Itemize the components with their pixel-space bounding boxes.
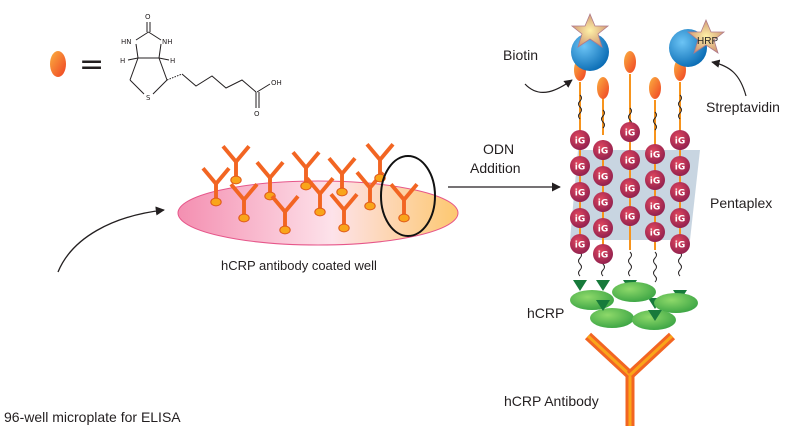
biotin-callout-arrow — [524, 79, 573, 93]
ig-label: iG — [575, 189, 585, 199]
ig-label: iG — [675, 163, 685, 173]
hrp-label: HRP — [697, 36, 718, 47]
ig-label: iG — [675, 215, 685, 225]
ig-sphere — [570, 182, 590, 202]
ig-label: iG — [598, 251, 608, 261]
ig-sphere — [620, 150, 640, 170]
ig-label: iG — [650, 151, 660, 161]
ig-label: iG — [598, 225, 608, 235]
atom-h-right: H — [170, 57, 175, 65]
atom-s: S — [146, 94, 151, 102]
ig-label: iG — [675, 241, 685, 251]
ig-sphere — [670, 234, 690, 254]
hrp-star-left-icon — [570, 12, 610, 48]
ig-sphere — [620, 206, 640, 226]
biotin-tag-icon — [624, 51, 636, 73]
atom-hn: HN — [121, 38, 132, 46]
green-arrowheads-front — [596, 300, 662, 321]
ig-label: iG — [575, 215, 585, 225]
ig-label: iG — [675, 189, 685, 199]
ig-label: iG — [625, 157, 635, 167]
hcrp-label: hCRP — [527, 305, 564, 321]
microplate-arrow — [57, 206, 165, 273]
biotin-legend: = O HN NH H H — [50, 13, 282, 118]
ig-label: iG — [650, 177, 660, 187]
ig-label: iG — [625, 185, 635, 195]
ig-sphere — [670, 182, 690, 202]
ig-sphere — [593, 218, 613, 238]
ig-sphere — [670, 156, 690, 176]
ig-sphere — [645, 170, 665, 190]
ig-sphere — [670, 208, 690, 228]
hcrp-protein — [570, 282, 698, 330]
ig-label: iG — [598, 147, 608, 157]
ig-sphere — [570, 156, 590, 176]
ig-sphere — [570, 208, 590, 228]
ig-sphere — [593, 166, 613, 186]
ig-tetrads: iG iG iG iG iG iG iG iG iG iG iG iG iG iG iG iG iG iG iG iG… — [570, 122, 690, 264]
ig-sphere — [593, 192, 613, 212]
ig-label: iG — [650, 203, 660, 213]
equals-sign: = — [79, 47, 104, 82]
ig-sphere — [645, 222, 665, 242]
pentaplex-label: Pentaplex — [710, 195, 772, 211]
ig-sphere — [620, 178, 640, 198]
pentaplex-assembly: HRP iGiGiGiGiGiGiGiGiGiGiGiGiGiGiGiGiGiG… — [570, 12, 726, 426]
microplate-label: 96-well microplate for ELISA — [4, 409, 181, 425]
atom-o: O — [145, 13, 151, 21]
atom-nh: NH — [162, 38, 173, 46]
atom-h-left: H — [120, 57, 125, 65]
ig-sphere — [593, 244, 613, 264]
hcrp-antibody-icon — [584, 332, 676, 426]
ig-label: iG — [575, 163, 585, 173]
coated-well-label: hCRP antibody coated well — [221, 258, 377, 273]
ig-label: iG — [598, 199, 608, 209]
ig-label: iG — [575, 137, 585, 147]
biotin-symbol-icon — [50, 51, 66, 77]
ig-sphere — [645, 144, 665, 164]
odn-label-line1: ODN — [483, 141, 514, 157]
ig-sphere — [570, 234, 590, 254]
biotin-structure — [127, 22, 271, 108]
ig-sphere — [670, 130, 690, 150]
ig-label: iG — [625, 213, 635, 223]
streptavidin-callout-arrow — [711, 59, 747, 97]
atom-o2: O — [254, 110, 260, 118]
wavy-linkers — [578, 94, 682, 283]
hrp-star-right-icon — [686, 18, 726, 54]
ig-sphere — [593, 140, 613, 160]
ig-sphere — [620, 122, 640, 142]
ig-sphere — [570, 130, 590, 150]
ig-label: iG — [575, 241, 585, 251]
biotin-label: Biotin — [503, 47, 538, 63]
ig-label: iG — [625, 129, 635, 139]
ig-label: iG — [675, 137, 685, 147]
ig-sphere — [645, 196, 665, 216]
atom-oh: OH — [271, 79, 282, 87]
ig-label: iG — [598, 173, 608, 183]
biotin-tag-icon — [597, 77, 609, 99]
odn-label-line2: Addition — [470, 160, 521, 176]
coated-well — [177, 142, 459, 246]
biotin-tag-icon — [649, 77, 661, 99]
highlight-circle — [380, 155, 436, 237]
ig-label: iG — [650, 229, 660, 239]
streptavidin-label: Streptavidin — [706, 99, 780, 115]
hcrp-antibody-label: hCRP Antibody — [504, 393, 599, 409]
